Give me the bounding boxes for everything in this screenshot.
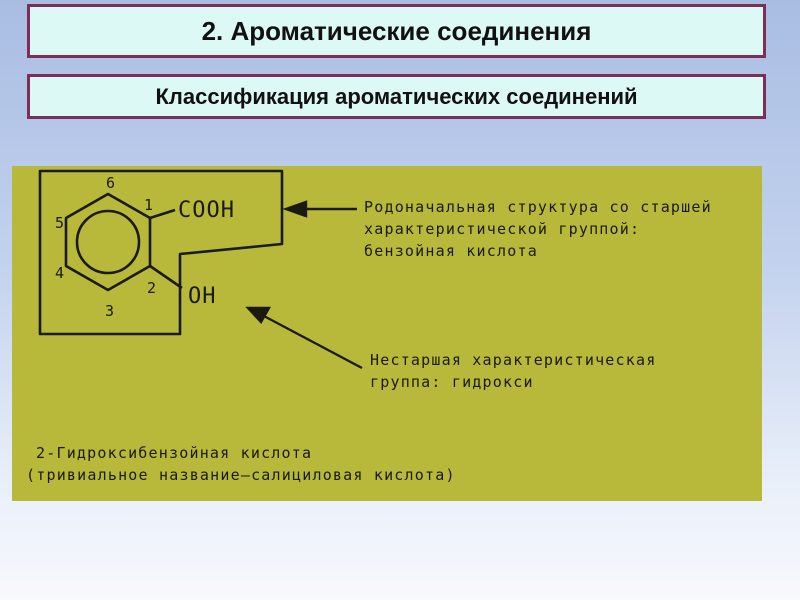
compound-systematic-name: 2-Гидроксибензойная кислота bbox=[36, 444, 313, 462]
benzene-ring bbox=[64, 192, 152, 292]
slide-title-box: 2. Ароматические соединения bbox=[27, 4, 766, 58]
parent-note-line-3: бензойная кислота bbox=[364, 242, 538, 260]
cooh-bond bbox=[149, 208, 176, 220]
parent-structure-note: Родоначальная структура со старшей харак… bbox=[364, 196, 712, 262]
minor-note-line-1: Нестаршая характеристическая bbox=[370, 351, 657, 369]
minor-group-note: Нестаршая характеристическая группа: гид… bbox=[370, 349, 656, 393]
ring-locant-1: 1 bbox=[144, 196, 154, 214]
ring-locant-3: 3 bbox=[105, 302, 115, 320]
structure-drawing bbox=[38, 169, 363, 370]
parent-structure-outline bbox=[38, 169, 284, 336]
ring-locant-4: 4 bbox=[55, 264, 65, 282]
minor-note-line-2: группа: гидрокси bbox=[370, 373, 534, 391]
aromatic-circle bbox=[75, 209, 141, 275]
minor-arrow-line bbox=[261, 313, 363, 370]
ring-locant-2: 2 bbox=[147, 279, 157, 297]
parent-note-line-1: Родоначальная структура со старшей bbox=[364, 198, 712, 216]
compound-trivial-name: (тривиальное название—салициловая кислот… bbox=[26, 466, 456, 484]
parent-note-line-2: характеристической группой: bbox=[364, 220, 641, 238]
minor-arrowhead bbox=[245, 306, 272, 325]
compound-name-block: 2-Гидроксибензойная кислота (тривиальное… bbox=[26, 442, 456, 486]
oh-group-label: OH bbox=[188, 284, 217, 309]
ring-locant-6: 6 bbox=[106, 174, 116, 192]
cooh-group-label: COOH bbox=[178, 198, 235, 223]
ring-locant-5: 5 bbox=[55, 214, 65, 232]
salicylic-acid-figure: 1 2 3 4 5 6 COOH OH Родоначальная структ… bbox=[12, 166, 762, 501]
slide-subtitle: Классификация ароматических соединений bbox=[155, 83, 638, 109]
slide-subtitle-box: Классификация ароматических соединений bbox=[27, 74, 766, 119]
parent-arrowhead bbox=[282, 200, 308, 218]
slide-title: 2. Ароматические соединения bbox=[201, 15, 592, 46]
oh-bond bbox=[149, 264, 183, 290]
